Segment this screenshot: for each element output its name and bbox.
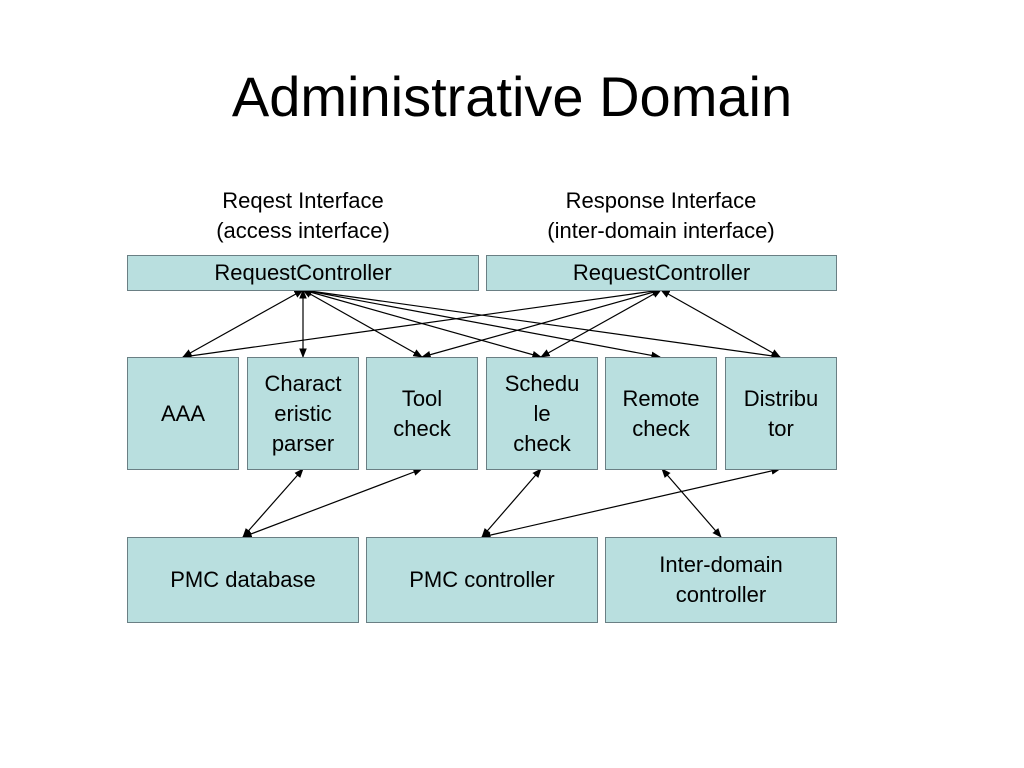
remote-check-line: Remote [622,385,700,411]
module-remote-check: Remote check [605,357,717,470]
arrow-distributor-pmc-controller [481,467,781,539]
characteristic-parser-line: eristic [274,400,332,426]
arrow-left-controller-tool-check [302,289,423,358]
request-interface-line2: (access interface) [216,218,390,243]
module-aaa-line: AAA [160,400,206,426]
response-interface-label: Response Interface (inter-domain interfa… [511,186,811,246]
schedule-check-line: le [533,400,551,426]
request-interface-label: Reqest Interface (access interface) [153,186,453,246]
arrow-remote-check-inter-domain-controller [661,468,722,538]
schedule-check-line: check [513,430,571,456]
module-characteristic-parser: Charact eristic parser [247,357,359,470]
distributor-line: Distribu [743,385,819,411]
backend-pmc-controller: PMC controller [366,537,598,623]
request-controller-left: RequestController [127,255,479,291]
module-tool-check: Tool check [366,357,478,470]
schedule-check-line: Schedu [504,370,580,396]
remote-check-line: check [632,415,690,441]
arrow-left-controller-aaa [182,289,304,358]
pmc-database-line: PMC database [170,567,316,592]
distributor-line: tor [768,415,794,441]
characteristic-parser-line: Charact [264,370,342,396]
pmc-controller-line: PMC controller [409,567,555,592]
arrow-characteristic-parser-pmc-database [242,468,304,538]
arrow-schedule-check-pmc-controller [481,468,542,538]
backend-pmc-database: PMC database [127,537,359,623]
request-controller-right: RequestController [486,255,837,291]
response-interface-line1: Response Interface [565,188,757,213]
arrow-right-controller-distributor [660,289,781,358]
tool-check-line: Tool [401,385,443,411]
request-interface-line1: Reqest Interface [222,188,384,213]
tool-check-line: check [393,415,451,441]
inter-domain-controller-line: Inter-domain [659,552,783,577]
characteristic-parser-line: parser [271,430,335,456]
backend-inter-domain-controller: Inter-domain controller [605,537,837,623]
arrow-left-controller-remote-check [302,287,661,360]
arrow-right-controller-aaa [182,287,662,360]
arrow-right-controller-tool-check [421,288,662,359]
module-aaa: AAA [127,357,239,470]
arrow-tool-check-pmc-database [242,468,423,538]
arrow-right-controller-schedule-check [540,289,662,358]
response-interface-line2: (inter-domain interface) [547,218,775,243]
inter-domain-controller-line: controller [675,582,767,607]
slide-title: Administrative Domain [231,65,793,128]
module-schedule-check: Schedu le check [486,357,598,470]
module-distributor: Distribu tor [725,357,837,470]
